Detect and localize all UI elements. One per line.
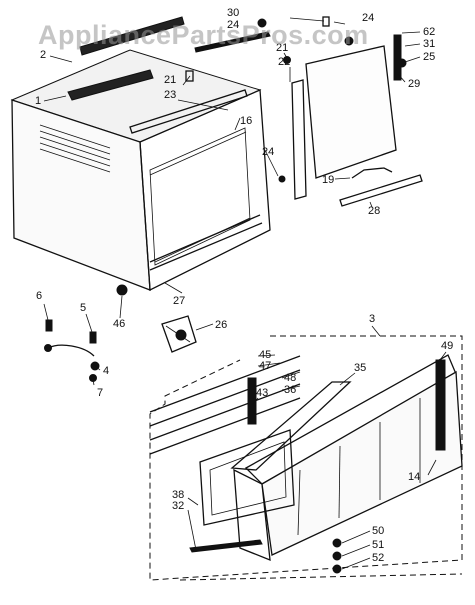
callout-label: 28 bbox=[368, 205, 380, 217]
front-frame-part bbox=[189, 354, 463, 574]
callout-label: 52 bbox=[372, 552, 384, 564]
callout-label: 46 bbox=[113, 318, 125, 330]
callout-label: 22 bbox=[278, 56, 290, 68]
callout-label: 7 bbox=[97, 387, 103, 399]
callout-label: 47 bbox=[259, 360, 271, 372]
callout-label: 24 bbox=[227, 19, 239, 31]
side-panel-part bbox=[291, 45, 423, 207]
filter-rod-part bbox=[149, 355, 301, 455]
callout-label: 14 bbox=[408, 471, 420, 483]
callout-label: 21 bbox=[276, 42, 288, 54]
callout-label: 35 bbox=[354, 362, 366, 374]
top-rail-part bbox=[67, 16, 271, 134]
bracket-part bbox=[161, 315, 197, 353]
callout-label: 19 bbox=[322, 174, 334, 186]
callout-label: 24 bbox=[262, 146, 274, 158]
watermark-text: AppliancePartsPros.com bbox=[38, 20, 369, 50]
callout-label: 50 bbox=[372, 525, 384, 537]
callout-label: 45 bbox=[259, 349, 271, 361]
callout-label: 26 bbox=[215, 319, 227, 331]
callout-label: 16 bbox=[240, 115, 252, 127]
callout-label: 23 bbox=[164, 89, 176, 101]
callout-label: 38 bbox=[172, 489, 184, 501]
cabinet-part bbox=[10, 49, 271, 292]
callout-label: 29 bbox=[408, 78, 420, 90]
callout-label: 32 bbox=[172, 500, 184, 512]
callout-label: 1 bbox=[35, 95, 41, 107]
callout-labels: 30 24 24 62 2 21 31 22 25 21 1 23 29 16 … bbox=[35, 7, 453, 564]
callout-label: 43 bbox=[256, 387, 268, 399]
callout-label: 5 bbox=[80, 302, 86, 314]
callout-label: 4 bbox=[103, 365, 109, 377]
callout-label: 25 bbox=[423, 51, 435, 63]
callout-label: 51 bbox=[372, 539, 384, 551]
callout-label: 2 bbox=[40, 49, 46, 61]
callout-label: 30 bbox=[227, 7, 239, 19]
callout-label: 48 bbox=[284, 372, 296, 384]
callout-label: 62 bbox=[423, 26, 435, 38]
callout-label: 6 bbox=[36, 290, 42, 302]
callout-label: 24 bbox=[362, 12, 374, 24]
callout-label: 31 bbox=[423, 38, 435, 50]
assembly-boundary bbox=[149, 335, 463, 581]
leader-lines bbox=[43, 17, 447, 570]
callout-label: 49 bbox=[441, 340, 453, 352]
callout-label: 3 bbox=[369, 313, 375, 325]
callout-label: 36 bbox=[284, 384, 296, 396]
callout-label: 21 bbox=[164, 74, 176, 86]
callout-label: 27 bbox=[173, 295, 185, 307]
fastener-part bbox=[116, 16, 407, 296]
